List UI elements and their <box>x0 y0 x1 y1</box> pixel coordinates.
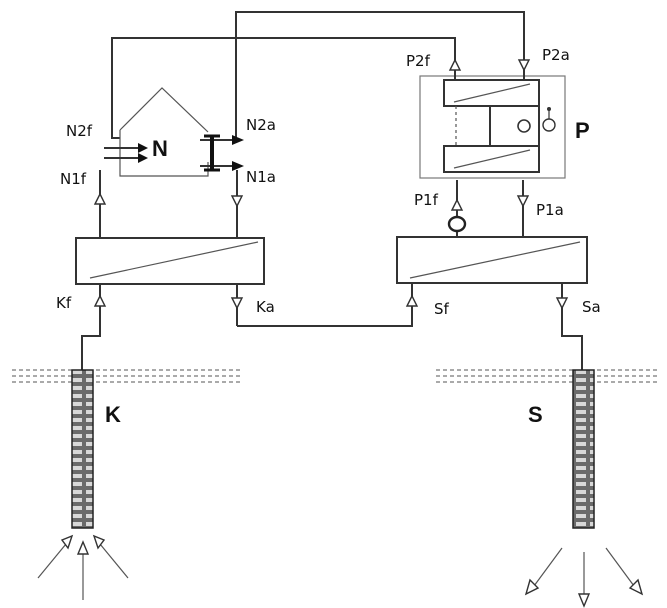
pipe-p2a-to-n2a <box>235 11 525 140</box>
label-n1a: N1a <box>246 168 276 186</box>
sa-flow-arrow-icon <box>555 297 569 310</box>
outflow-arrow-right-icon <box>605 547 635 587</box>
label-n1f: N1f <box>60 170 87 188</box>
label-n2f: N2f <box>66 122 93 140</box>
n1f-flow-arrow-icon <box>93 192 107 205</box>
label-s: S <box>528 402 543 427</box>
ka-flow-arrow-icon <box>230 297 244 310</box>
heat-exchanger-right <box>396 236 588 284</box>
pump-icon <box>447 215 467 233</box>
label-n: N <box>152 136 168 161</box>
compressor-icon <box>517 119 531 133</box>
label-sf: Sf <box>434 300 450 318</box>
p2f-flow-arrow-icon <box>448 58 462 71</box>
n2a-arrow-icon <box>232 135 244 145</box>
p1a-flow-arrow-icon <box>516 195 530 208</box>
label-ka: Ka <box>256 298 275 316</box>
n1a-arrow-icon <box>232 161 244 171</box>
inflow-arrow-left-icon <box>37 543 67 579</box>
label-sa: Sa <box>582 298 601 316</box>
sf-flow-arrow-icon <box>405 294 419 307</box>
label-p1f: P1f <box>414 191 439 209</box>
pipe-kf <box>81 284 101 370</box>
well-s <box>572 369 595 529</box>
p2a-flow-arrow-icon <box>517 59 531 72</box>
label-n2a: N2a <box>246 116 276 134</box>
kf-flow-arrow-icon <box>93 294 107 307</box>
label-p2f: P2f <box>406 52 431 70</box>
p1f-flow-arrow-icon <box>450 198 464 211</box>
outflow-arrow-left-icon <box>533 547 563 587</box>
n2f-arrow-icon <box>138 143 148 153</box>
well-k <box>71 369 94 529</box>
n1a-flow-arrow-icon <box>230 195 244 208</box>
inflow-arrow-right-icon <box>99 543 129 579</box>
pipe-p2f-to-n2f <box>111 37 456 139</box>
n1f-arrow-icon <box>138 153 148 163</box>
label-k: K <box>105 402 121 427</box>
pipe-sa <box>561 283 583 370</box>
gauge-icon <box>542 118 556 132</box>
label-p: P <box>575 118 590 143</box>
label-p2a: P2a <box>542 46 570 64</box>
label-p1a: P1a <box>536 201 564 219</box>
unit-p-frame <box>419 75 566 179</box>
building-n-outline <box>119 87 209 177</box>
label-kf: Kf <box>56 294 72 312</box>
